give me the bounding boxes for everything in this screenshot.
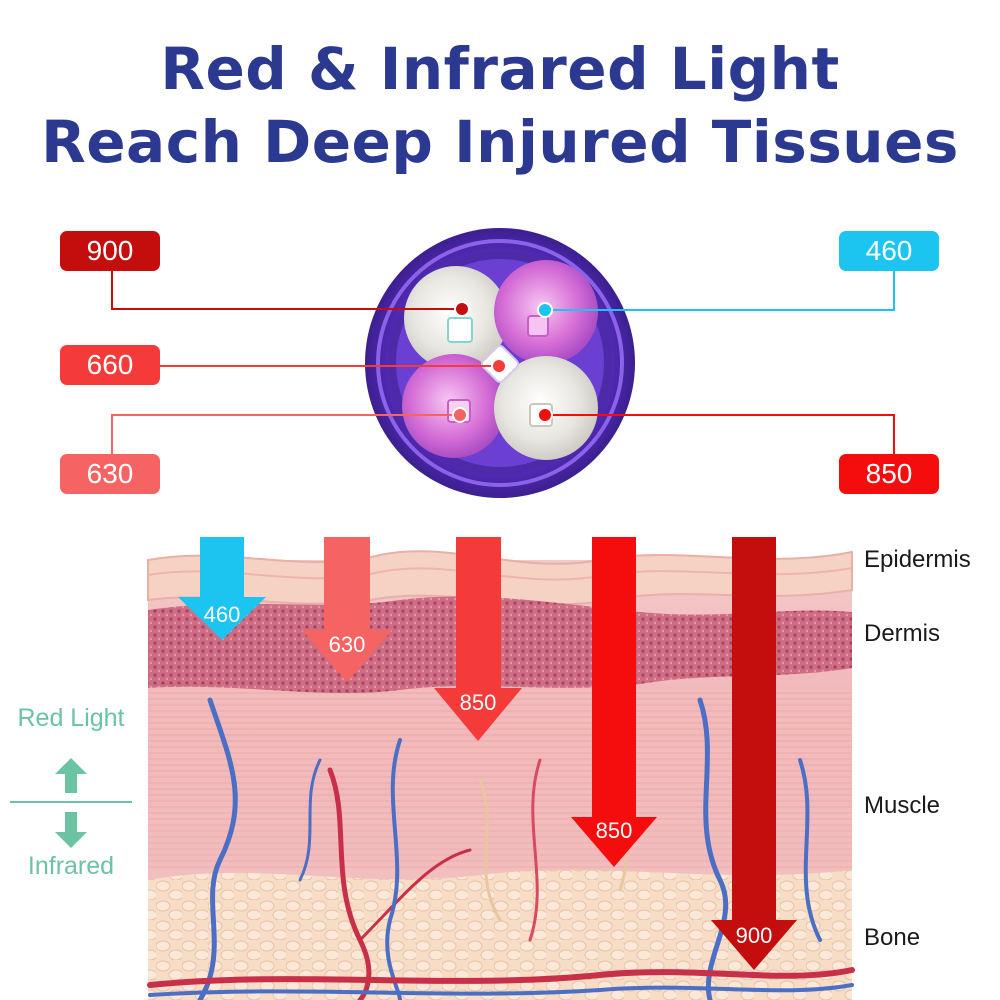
arrow-label-850-a: 850 [460, 690, 497, 715]
led-badge-900: 900 [60, 231, 160, 271]
dot-660 [491, 358, 507, 374]
dot-850 [537, 407, 553, 423]
arrow-900 [711, 537, 797, 970]
connector-630 [111, 414, 460, 454]
led-badge-630: 630 [60, 454, 160, 494]
led-badge-660: 660 [60, 345, 160, 385]
arrow-label-850-b: 850 [596, 818, 633, 843]
led-badge-460: 460 [839, 231, 939, 271]
tissue-label-bone: Bone [864, 924, 921, 951]
title-line-1: Red & Infrared Light [160, 35, 840, 103]
tissue-label-muscle: Muscle [864, 792, 941, 819]
tissue-label-epidermis: Epidermis [864, 546, 971, 573]
connector-900 [111, 271, 462, 310]
arrow-down-icon [55, 812, 87, 848]
title-line-2: Reach Deep Injured Tissues [41, 108, 959, 176]
dot-630 [452, 407, 468, 423]
arrow-label-460: 460 [204, 602, 241, 627]
arrow-label-900: 900 [736, 923, 773, 948]
connector-850 [545, 414, 895, 454]
arrow-850-b [571, 537, 657, 867]
connector-lines [111, 271, 895, 454]
arrow-850-a [434, 537, 522, 741]
arrow-up-icon [55, 758, 87, 793]
arrow-630 [302, 537, 392, 682]
light-legend [10, 758, 132, 848]
legend-infrared: Infrared [27, 852, 115, 880]
penetration-arrows [178, 537, 797, 970]
legend-red-light: Red Light [17, 704, 125, 732]
blood-vessels [147, 697, 855, 1000]
connector-dots [452, 301, 553, 423]
bone-layer [148, 870, 852, 1000]
led-badge-850: 850 [839, 454, 939, 494]
arrow-label-630: 630 [329, 632, 366, 657]
tissue-label-dermis: Dermis [864, 620, 940, 647]
dot-900 [454, 301, 470, 317]
connector-460 [545, 271, 895, 311]
arrow-460 [178, 537, 266, 640]
dot-460 [537, 302, 553, 318]
